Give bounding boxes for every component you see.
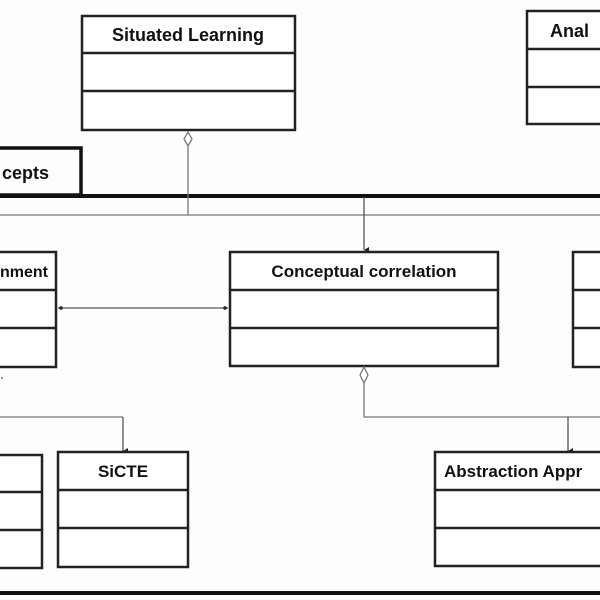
class-right-partial[interactable]	[571, 250, 600, 369]
class-name: SiCTE	[98, 462, 148, 481]
class-conceptual-correlation[interactable]: Conceptual correlation	[228, 250, 500, 368]
class-left-partial[interactable]: nment	[0, 250, 58, 369]
package-frame: cepts	[0, 146, 600, 595]
class-bottom-left-partial[interactable]	[0, 453, 44, 570]
aggregation-diamond-icon	[183, 130, 193, 148]
package-tab-label: cepts	[2, 163, 49, 183]
aggregation-diamond-icon	[359, 365, 369, 385]
class-name: Anal	[550, 21, 589, 41]
class-name: Situated Learning	[112, 25, 264, 45]
association-to-sicte	[0, 416, 128, 454]
class-name: Abstraction Appr	[444, 462, 583, 481]
class-sicte[interactable]: SiCTE	[56, 450, 190, 569]
aggregation-conceptual-correlation	[359, 365, 600, 454]
aggregation-situated-learning	[0, 130, 600, 216]
dot	[0, 376, 4, 380]
class-situated-learning[interactable]: Situated Learning	[80, 14, 297, 132]
class-abstraction[interactable]: Abstraction Appr	[433, 450, 600, 568]
class-name: Conceptual correlation	[271, 262, 456, 281]
bidirectional-association	[58, 306, 228, 310]
class-name: nment	[0, 264, 49, 281]
class-analysis[interactable]: Anal	[525, 9, 600, 126]
